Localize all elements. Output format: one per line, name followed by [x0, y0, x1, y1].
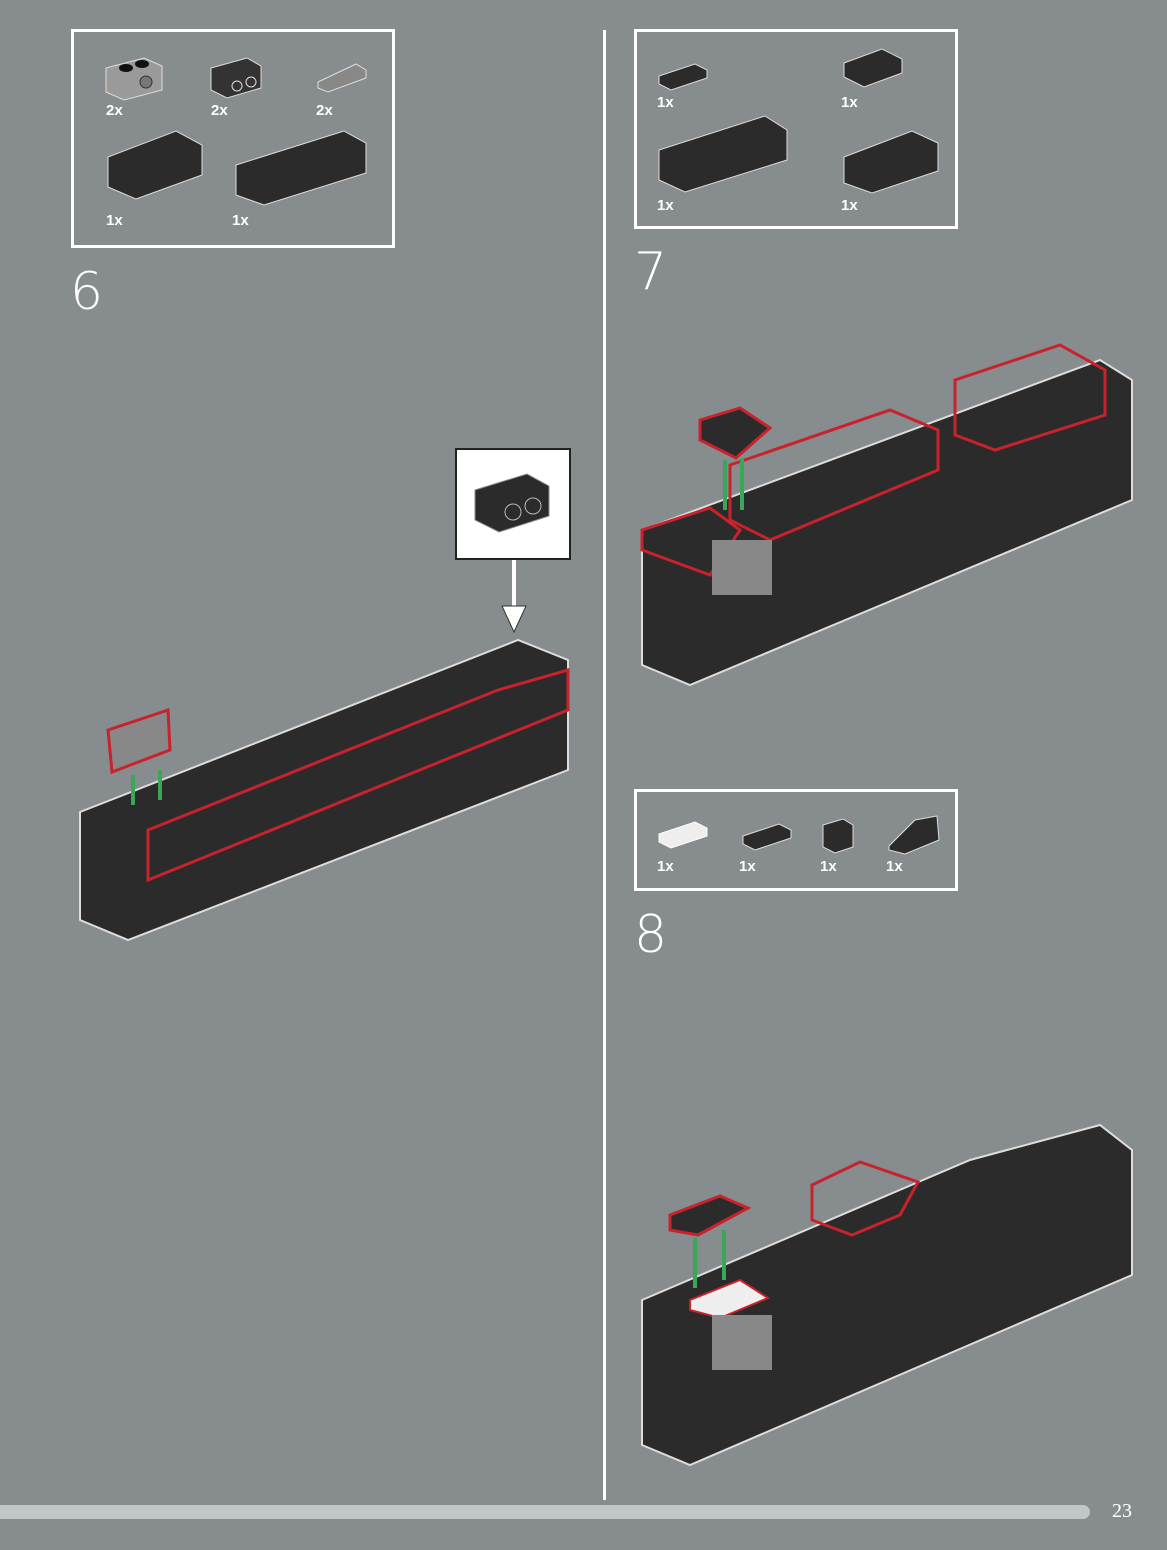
- model-step-8: [641, 1123, 1133, 1467]
- plate-studs-side-icon: [843, 48, 903, 88]
- part-qty: 1x: [820, 858, 837, 875]
- model-step-7: [640, 343, 1133, 687]
- model-step-6: [79, 638, 570, 942]
- callout-box: [455, 448, 571, 560]
- slope-grille-icon: [317, 63, 367, 93]
- plate-1x2-icon: [742, 823, 792, 851]
- step-number: 8: [634, 905, 668, 965]
- brick-studs-side-icon: [210, 57, 262, 99]
- arrow-down-icon: [501, 560, 527, 634]
- brick-2x4-icon: [107, 130, 203, 200]
- technic-brick-icon: [105, 57, 163, 101]
- brick-studs-side-icon: [474, 473, 550, 533]
- part-qty: 1x: [841, 94, 858, 111]
- part-qty: 2x: [211, 102, 228, 119]
- part-qty: 1x: [841, 197, 858, 214]
- part-qty: 1x: [106, 212, 123, 229]
- parts-list-step-6: 2x 2x 2x 1x 1x: [71, 29, 395, 248]
- parts-list-step-7: 1x 1x 1x 1x: [634, 29, 958, 229]
- part-qty: 1x: [657, 858, 674, 875]
- part-qty: 1x: [657, 197, 674, 214]
- part-qty: 1x: [739, 858, 756, 875]
- step-number: 7: [634, 242, 668, 302]
- brick-2x4-icon: [843, 130, 939, 194]
- brick-2x6-icon: [235, 130, 367, 206]
- brick-2x6-icon: [658, 115, 788, 193]
- part-qty: 1x: [232, 212, 249, 229]
- step-number: 6: [70, 262, 104, 322]
- part-qty: 2x: [106, 102, 123, 119]
- parts-list-step-8: 1x 1x 1x 1x: [634, 789, 958, 891]
- slope-1x2-icon: [888, 815, 940, 855]
- plate-1x2-white-icon: [658, 821, 708, 849]
- brick-1x1-icon: [822, 818, 854, 854]
- part-qty: 2x: [316, 102, 333, 119]
- part-qty: 1x: [657, 94, 674, 111]
- plate-1x2-icon: [658, 63, 708, 91]
- page-number: 23: [1112, 1500, 1132, 1522]
- column-divider: [603, 30, 606, 1500]
- part-qty: 1x: [886, 858, 903, 875]
- page-progress-bar: [0, 1505, 1090, 1519]
